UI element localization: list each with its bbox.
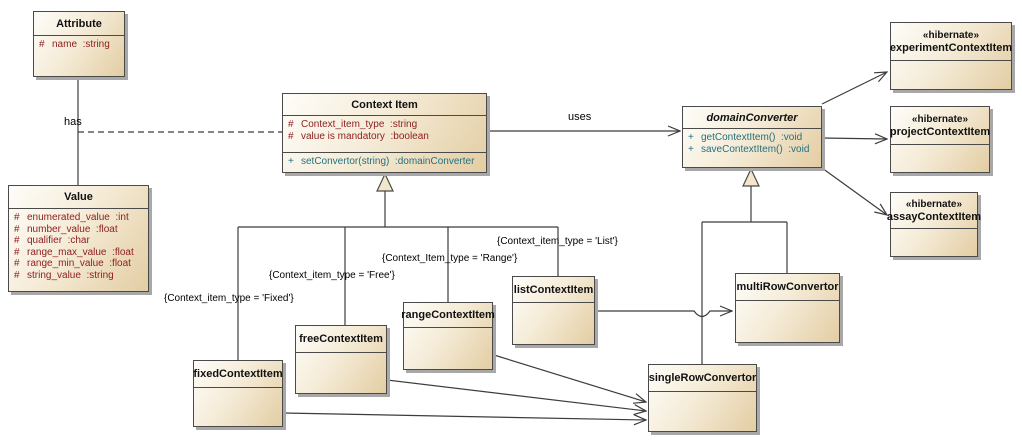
attribute-row: # qualifier :char: [14, 235, 145, 247]
edge-domainconverter-project: [821, 138, 887, 139]
edge-fixed-singlerow: [282, 412, 646, 420]
member-text: Context_item_type :string: [301, 119, 418, 130]
class-title: rangeContextItem: [401, 303, 495, 328]
constraint-label-range: {Context_Item_type = 'Range'}: [382, 253, 518, 264]
class-title: multiRowConvertor: [736, 274, 839, 301]
operations-compartment: + setConvertor(string) :domainConverter: [283, 152, 486, 168]
member-text: enumerated_value :int: [27, 212, 129, 223]
visibility-marker: #: [14, 246, 20, 258]
constraint-label-free: {Context_item_type = 'Free'}: [269, 270, 395, 281]
visibility-marker: +: [688, 132, 694, 143]
edge-list-multirow: [595, 311, 732, 318]
class-context-item[interactable]: Context Item # Context_item_type :string …: [282, 93, 487, 173]
visibility-marker: #: [14, 269, 20, 281]
constraint-label-fixed: {Context_item_type = 'Fixed'}: [164, 293, 294, 304]
class-domain-converter[interactable]: domainConverter + getContextItem() :void …: [682, 106, 822, 168]
member-text: qualifier :char: [27, 235, 90, 246]
generalization-triangle-icon: [376, 172, 394, 192]
edge-domainconverter-experiment: [821, 72, 887, 105]
visibility-marker: #: [14, 258, 20, 269]
operations-compartment: + getContextItem() :void + saveContextItem…: [683, 129, 821, 155]
visibility-marker: #: [14, 212, 20, 223]
stereotype-label: «hibernate»: [922, 29, 980, 41]
visibility-marker: +: [288, 156, 294, 167]
class-single-row-convertor[interactable]: singleRowConvertor: [648, 364, 757, 432]
visibility-marker: #: [288, 130, 294, 142]
member-text: value is mandatory :boolean: [301, 130, 429, 142]
attribute-row: # Context_item_type :string: [288, 119, 483, 131]
edge-domainconverter-assay: [821, 167, 887, 215]
attribute-row: # number_value :float: [14, 224, 145, 236]
class-fixed-context-item[interactable]: fixedContextItem: [193, 360, 283, 427]
attribute-row: # name :string: [39, 39, 121, 51]
constraint-label-list: {Context_item_type = 'List'}: [497, 236, 618, 247]
member-text: range_min_value :float: [27, 258, 131, 269]
operation-row: + saveContextItem() :void: [688, 144, 818, 156]
member-text: saveContextItem() :void: [701, 143, 810, 155]
attribute-row: # range_min_value :float: [14, 258, 145, 270]
class-range-context-item[interactable]: rangeContextItem: [401, 302, 495, 370]
class-attribute[interactable]: Attribute # name :string: [33, 11, 125, 77]
class-title: «hibernate» assayContextItem: [887, 193, 981, 229]
member-text: setConvertor(string) :domainConverter: [301, 156, 475, 167]
class-title: «hibernate» projectContextItem: [889, 107, 991, 145]
stereotype-label: «hibernate»: [911, 113, 969, 125]
edge-label-uses: uses: [568, 111, 592, 123]
class-title: domainConverter: [683, 107, 821, 129]
class-value[interactable]: Value # enumerated_value :int # number_val…: [8, 185, 149, 292]
attribute-row: # string_value :string: [14, 270, 145, 282]
visibility-marker: +: [688, 143, 694, 155]
class-name: experimentContextItem: [889, 41, 1013, 54]
class-title: singleRowConvertor: [649, 365, 756, 392]
class-title: Context Item: [283, 94, 486, 116]
member-text: name :string: [52, 39, 110, 50]
member-text: number_value :float: [27, 223, 118, 235]
class-list-context-item[interactable]: listContextItem: [512, 276, 595, 345]
attributes-compartment: # Context_item_type :string # value is man…: [283, 116, 486, 152]
attributes-compartment: # name :string: [34, 36, 124, 51]
class-title: listContextItem: [513, 277, 594, 303]
attribute-row: # value is mandatory :boolean: [288, 131, 483, 143]
class-title: Attribute: [34, 12, 124, 36]
visibility-marker: #: [288, 119, 294, 130]
class-experiment-context-item[interactable]: «hibernate» experimentContextItem: [890, 22, 1012, 90]
generalization-triangle-icon: [742, 167, 760, 187]
stereotype-label: «hibernate»: [905, 198, 963, 210]
edge-label-has: has: [64, 116, 82, 128]
visibility-marker: #: [14, 235, 20, 246]
member-text: range_max_value :float: [27, 246, 134, 258]
class-project-context-item[interactable]: «hibernate» projectContextItem: [890, 106, 990, 173]
class-title: Value: [9, 186, 148, 209]
attribute-row: # range_max_value :float: [14, 247, 145, 259]
class-title: «hibernate» experimentContextItem: [889, 23, 1013, 61]
class-assay-context-item[interactable]: «hibernate» assayContextItem: [887, 192, 981, 257]
class-free-context-item[interactable]: freeContextItem: [295, 325, 387, 394]
visibility-marker: #: [14, 223, 20, 235]
operation-row: + getContextItem() :void: [688, 132, 818, 144]
attributes-compartment: # enumerated_value :int # number_value :fl…: [9, 209, 148, 281]
visibility-marker: #: [39, 39, 45, 50]
class-title: fixedContextItem: [193, 361, 283, 388]
class-title: freeContextItem: [296, 326, 386, 353]
member-text: string_value :string: [27, 269, 114, 281]
class-name: projectContextItem: [889, 125, 991, 138]
class-multi-row-convertor[interactable]: multiRowConvertor: [735, 273, 840, 343]
edge-range-singlerow: [493, 354, 646, 402]
attribute-row: # enumerated_value :int: [14, 212, 145, 224]
class-name: assayContextItem: [886, 210, 982, 223]
operation-row: + setConvertor(string) :domainConverter: [288, 156, 483, 168]
member-text: getContextItem() :void: [701, 132, 803, 143]
edge-free-singlerow: [386, 379, 646, 411]
